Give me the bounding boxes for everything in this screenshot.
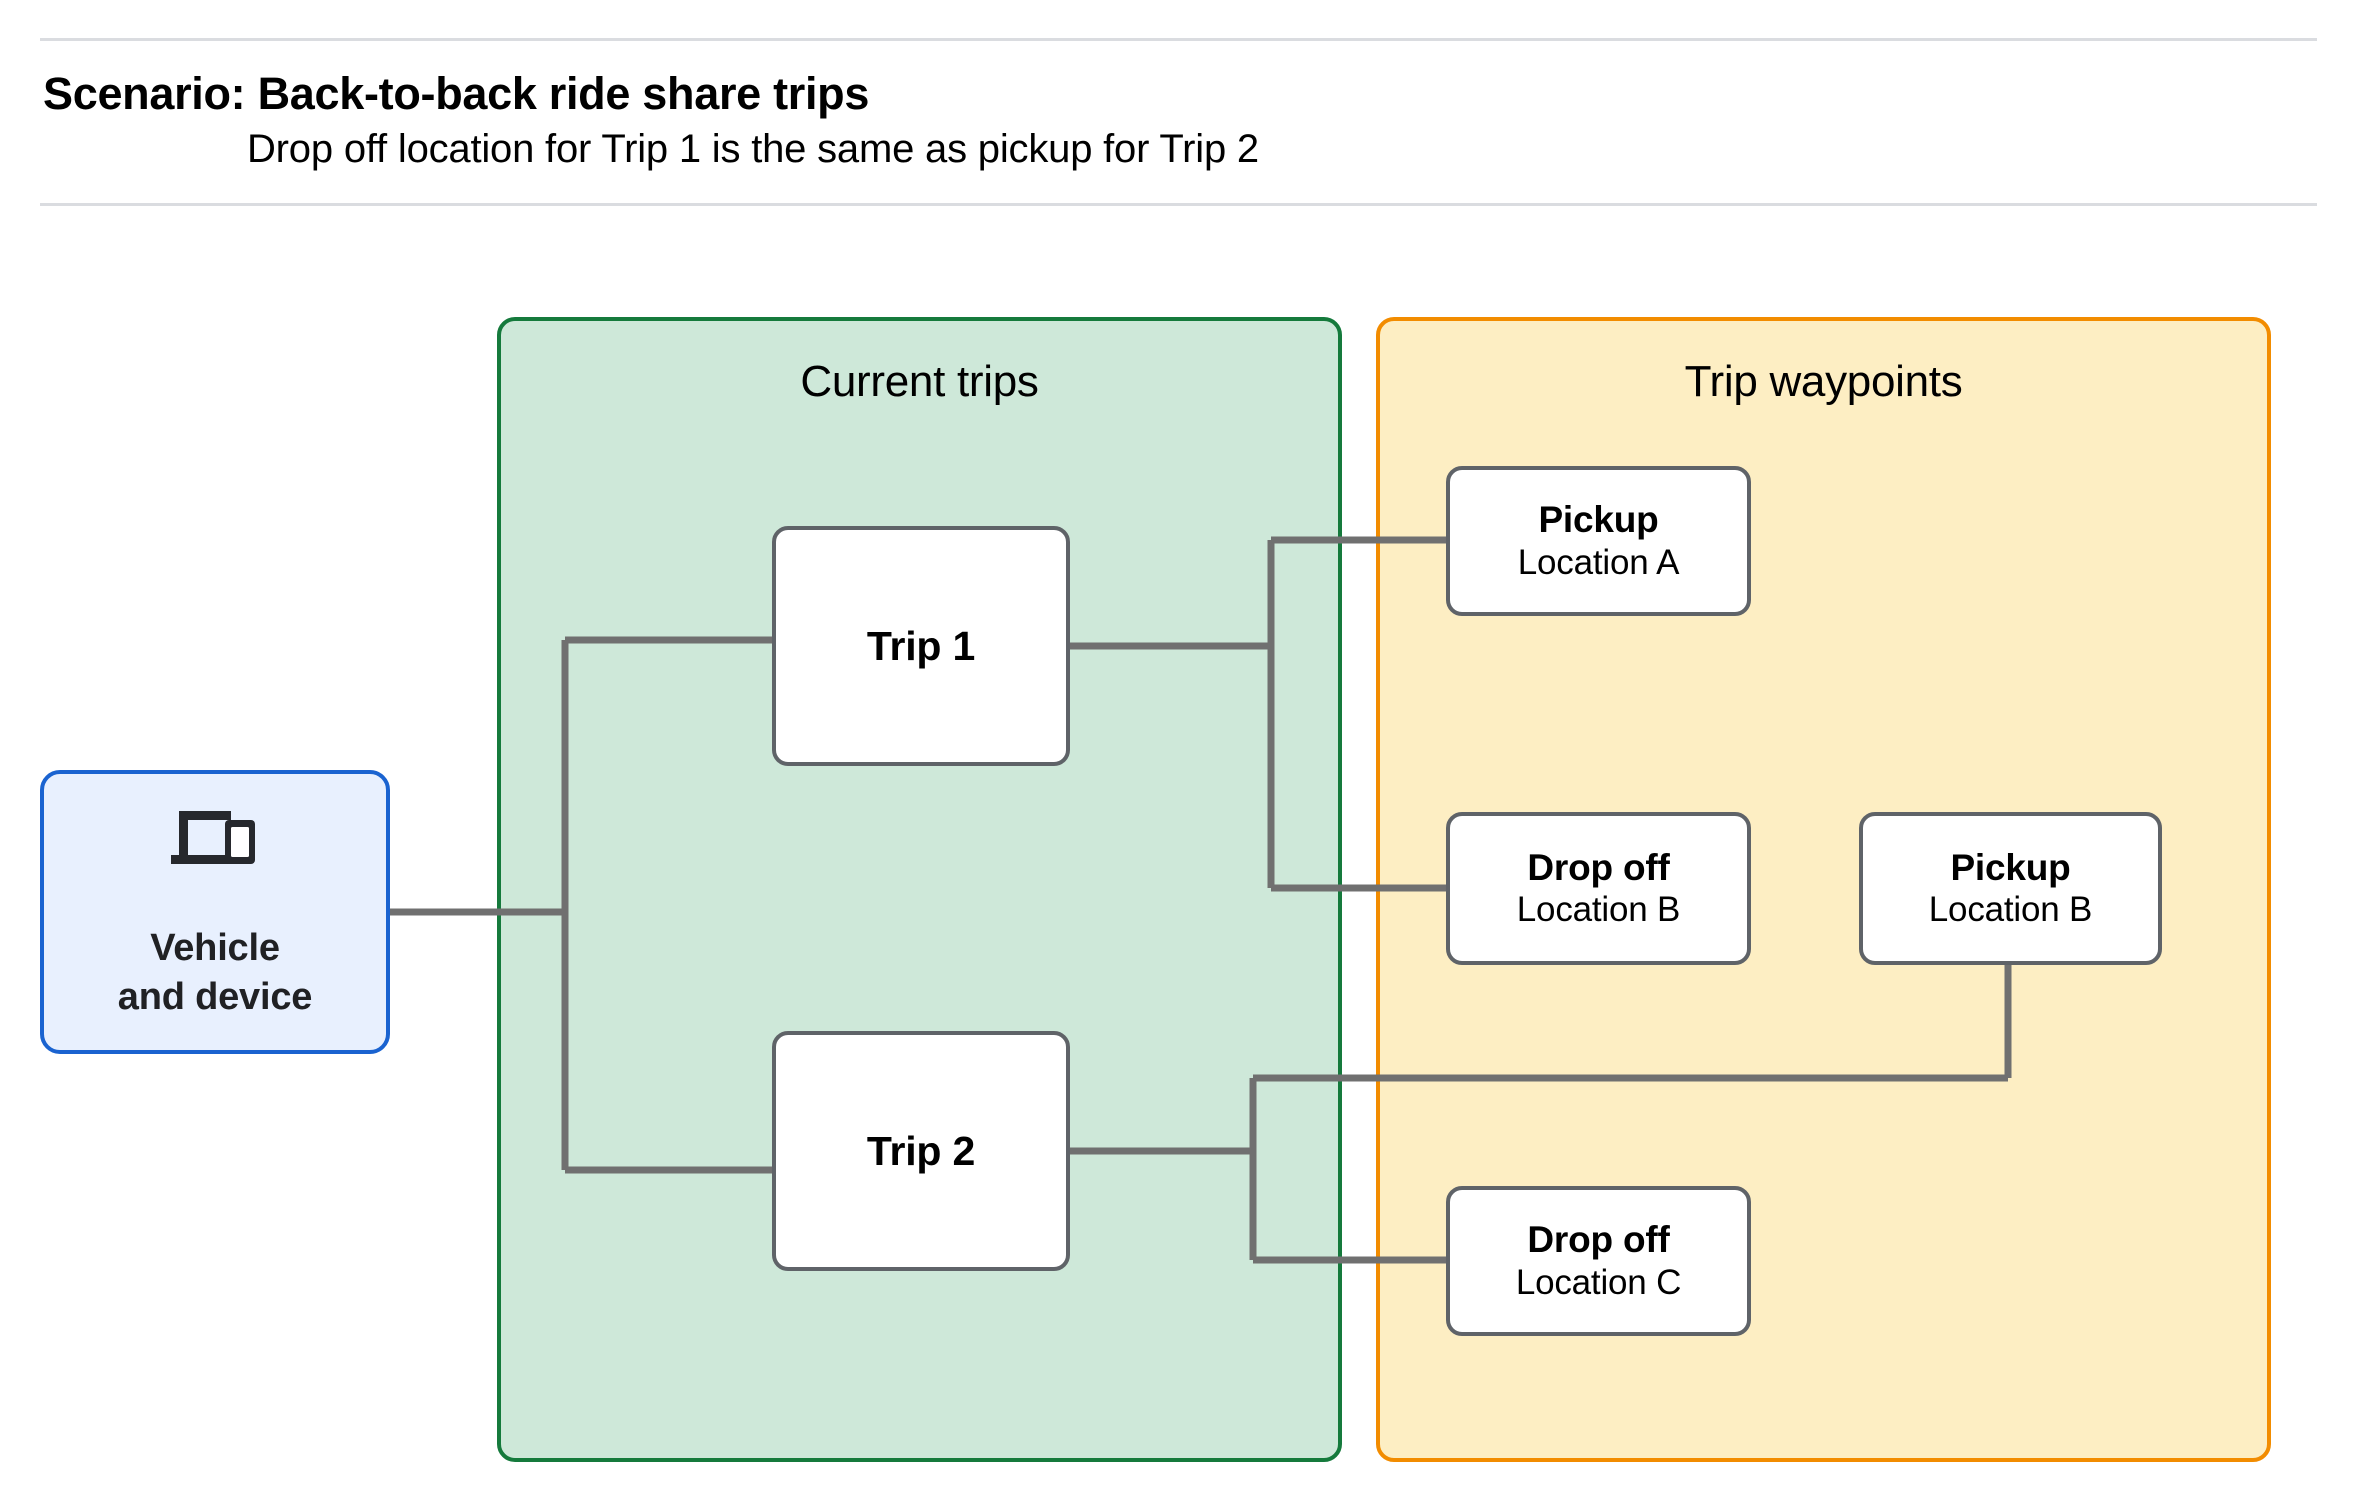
header-top-divider [40, 38, 2317, 41]
waypoint-dropoff-b-type: Drop off [1527, 846, 1670, 888]
node-trip-2[interactable]: Trip 2 [772, 1031, 1070, 1271]
vehicle-label-line2: and device [117, 975, 313, 1018]
panel-trip-waypoints-title: Trip waypoints [1684, 357, 1963, 406]
node-waypoint-dropoff-c[interactable]: Drop off Location C [1446, 1186, 1751, 1336]
node-vehicle-and-device[interactable]: Vehicle and device [40, 770, 390, 1054]
waypoint-dropoff-c-location: Location C [1515, 1262, 1682, 1302]
header-bottom-divider [40, 203, 2317, 206]
waypoint-pickup-b-type: Pickup [1950, 846, 2071, 888]
vehicle-label-line1: Vehicle [150, 926, 280, 969]
waypoint-dropoff-b-location: Location B [1516, 890, 1681, 930]
waypoint-pickup-b-location: Location B [1928, 890, 2093, 930]
waypoint-pickup-a-type: Pickup [1538, 499, 1659, 541]
node-waypoint-pickup-b[interactable]: Pickup Location B [1859, 812, 2162, 965]
node-waypoint-dropoff-b[interactable]: Drop off Location B [1446, 812, 1751, 965]
node-waypoint-pickup-a[interactable]: Pickup Location A [1446, 466, 1751, 616]
panel-current-trips-title: Current trips [800, 357, 1039, 406]
trip-2-label: Trip 2 [866, 1127, 976, 1174]
waypoint-pickup-a-location: Location A [1517, 542, 1680, 582]
devices-icon [169, 805, 261, 880]
node-trip-1[interactable]: Trip 1 [772, 526, 1070, 766]
page-title: Scenario: Back-to-back ride share trips [43, 68, 870, 119]
waypoint-dropoff-c-type: Drop off [1527, 1219, 1670, 1261]
trip-1-label: Trip 1 [866, 622, 976, 669]
page-subtitle: Drop off location for Trip 1 is the same… [247, 127, 1259, 171]
panel-current-trips: Current trips [497, 317, 1342, 1462]
